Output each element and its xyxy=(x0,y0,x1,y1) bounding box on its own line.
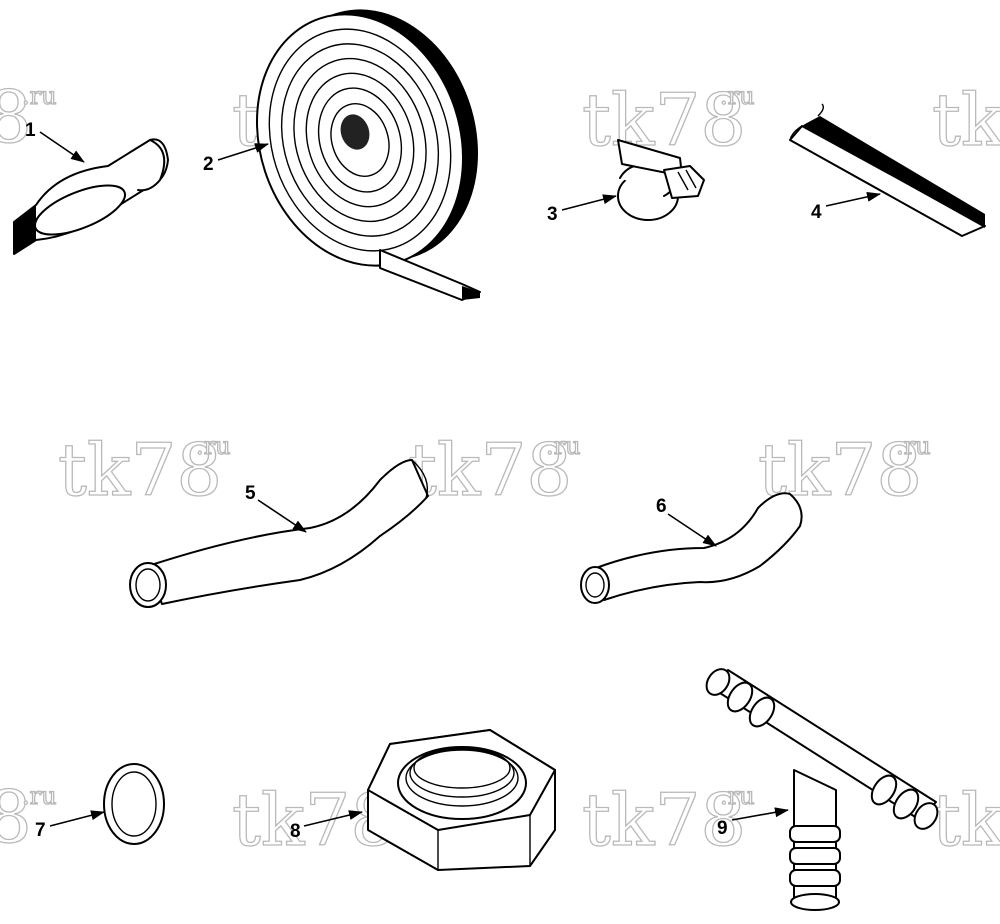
callout-1: 1 xyxy=(25,120,85,163)
svg-text:1: 1 xyxy=(25,120,36,141)
watermark-row3-c: tk xyxy=(931,777,1000,862)
part-8-hex-nut xyxy=(367,729,556,871)
svg-text:.ru: .ru xyxy=(22,82,57,110)
part-1-sleeve xyxy=(13,138,169,255)
watermark-row3-partial: 8 .ru xyxy=(0,774,57,859)
svg-text:5: 5 xyxy=(245,483,256,504)
part-7-o-ring xyxy=(103,763,165,845)
part-2-tape-roll xyxy=(255,9,481,301)
svg-text:6: 6 xyxy=(656,496,667,517)
svg-text:.ru: .ru xyxy=(720,782,755,810)
watermark-row1-partial: 8 .ru xyxy=(0,74,57,159)
svg-text:7: 7 xyxy=(35,820,46,841)
svg-text:9: 9 xyxy=(717,818,728,839)
part-6-hose-short xyxy=(580,492,803,604)
callout-2: 2 xyxy=(203,143,269,175)
callout-8: 8 xyxy=(290,810,363,842)
svg-text:tk78: tk78 xyxy=(58,428,222,512)
svg-text:.ru: .ru xyxy=(896,432,931,460)
svg-text:8: 8 xyxy=(0,775,32,859)
watermark-row3-b: tk78 .ru xyxy=(581,777,755,862)
svg-text:tk: tk xyxy=(932,778,1000,862)
watermark-row1-c: tk xyxy=(931,77,1000,162)
watermark-row1-b: tk78 .ru xyxy=(581,77,755,162)
svg-text:3: 3 xyxy=(547,204,558,225)
svg-text:8: 8 xyxy=(290,821,301,842)
svg-text:8: 8 xyxy=(0,75,32,159)
svg-text:.ru: .ru xyxy=(196,432,231,460)
callout-6: 6 xyxy=(656,496,717,547)
svg-text:tk: tk xyxy=(932,78,1000,162)
callout-5: 5 xyxy=(245,483,307,533)
svg-text:.ru: .ru xyxy=(22,782,57,810)
callout-3: 3 xyxy=(547,194,617,225)
part-9-tee-connector xyxy=(705,668,939,911)
svg-text:tk78: tk78 xyxy=(582,778,746,862)
svg-text:4: 4 xyxy=(811,202,822,223)
svg-text:tk78: tk78 xyxy=(582,78,746,162)
part-3-hose-clamp xyxy=(617,139,705,221)
callout-7: 7 xyxy=(35,810,105,841)
svg-text:.ru: .ru xyxy=(720,82,755,110)
svg-text:.ru: .ru xyxy=(546,432,581,460)
svg-text:tk78: tk78 xyxy=(408,428,572,512)
watermark-row2-a: tk78 .ru xyxy=(57,427,231,512)
callout-9: 9 xyxy=(717,807,789,839)
svg-text:2: 2 xyxy=(203,154,214,175)
callout-4: 4 xyxy=(811,191,881,223)
watermark-row2-b: tk78 .ru xyxy=(407,427,581,512)
part-4-foam-strip xyxy=(789,103,986,237)
